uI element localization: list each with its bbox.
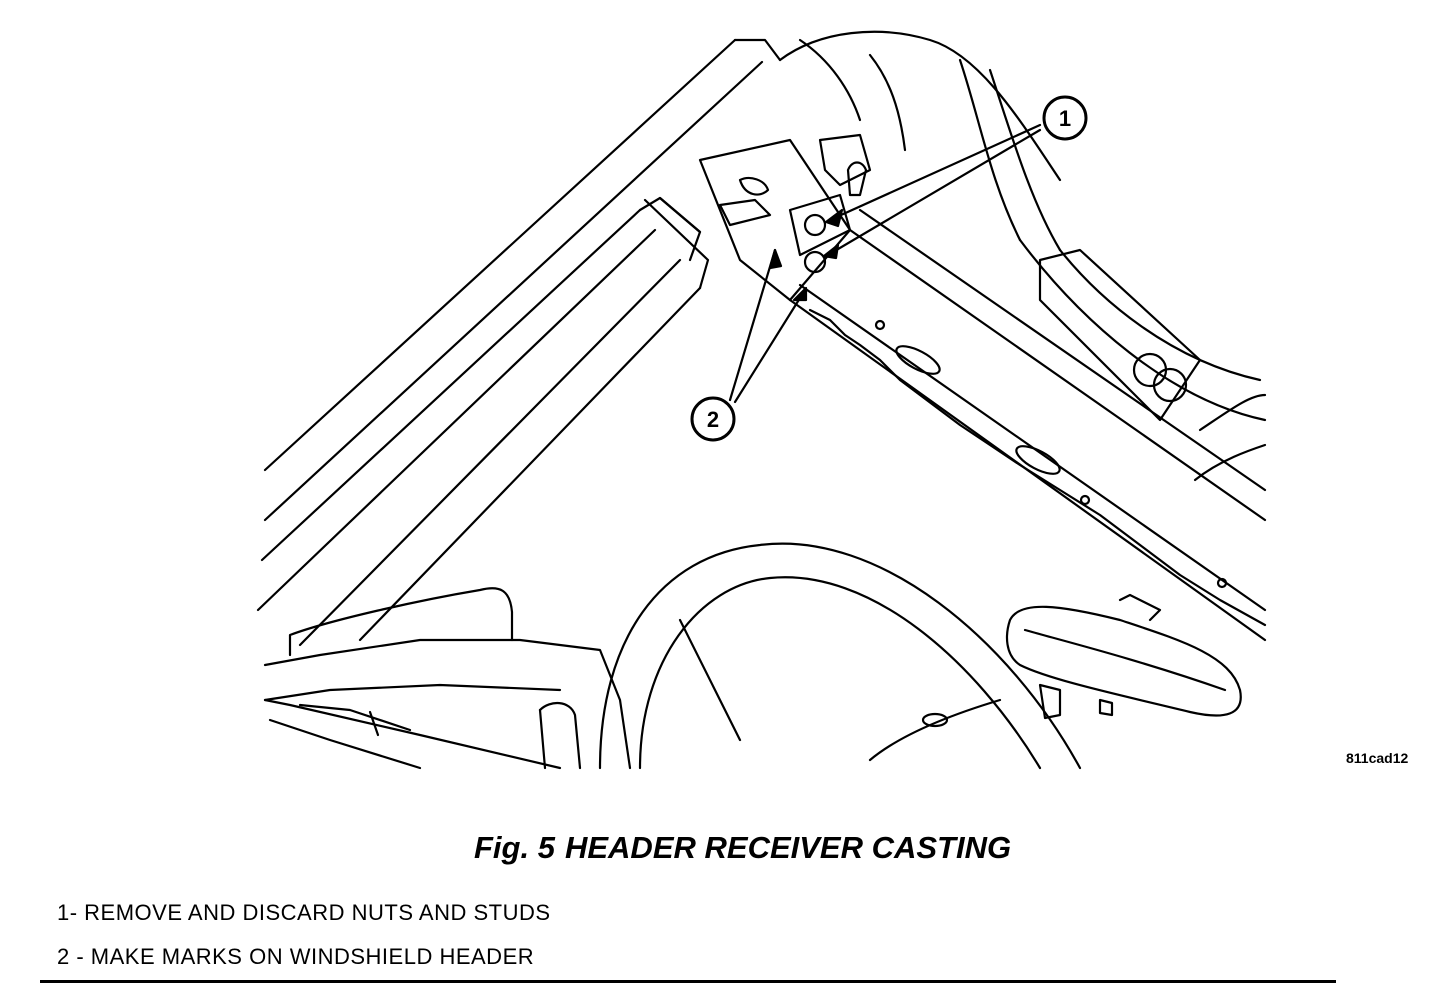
legend-item-1: 1- REMOVE AND DISCARD NUTS AND STUDS — [57, 900, 551, 925]
roof-structure — [778, 30, 1267, 482]
figure-caption: Fig. 5 HEADER RECEIVER CASTING — [474, 830, 1011, 866]
rearview-mirror — [1005, 593, 1242, 720]
dashboard — [263, 587, 632, 770]
legend-item-2: 2 - MAKE MARKS ON WINDSHIELD HEADER — [57, 944, 535, 969]
header-receiver-casting-illustration: 1 2 — [256, 30, 1267, 770]
figure-reference-code: 811cad12 — [1346, 750, 1409, 766]
figure-number: 5 — [537, 830, 555, 865]
callout-2-label: 2 — [707, 407, 719, 432]
figure-label: Fig. 5 — [474, 830, 555, 865]
header-casting-bracket — [698, 133, 872, 302]
figure-title: HEADER RECEIVER CASTING — [564, 830, 1012, 865]
steering-wheel — [598, 542, 1082, 770]
a-pillar-lines — [256, 38, 782, 647]
leader-lines — [728, 123, 1042, 404]
callout-1: 1 — [1042, 95, 1088, 141]
bottom-divider — [40, 980, 1336, 983]
callout-2: 2 — [690, 396, 736, 442]
figure-label-text: Fig. — [474, 830, 530, 865]
windshield-header-panel — [788, 208, 1267, 642]
callout-1-label: 1 — [1059, 106, 1071, 131]
legend: 1- REMOVE AND DISCARD NUTS AND STUDS 2 -… — [57, 898, 551, 986]
